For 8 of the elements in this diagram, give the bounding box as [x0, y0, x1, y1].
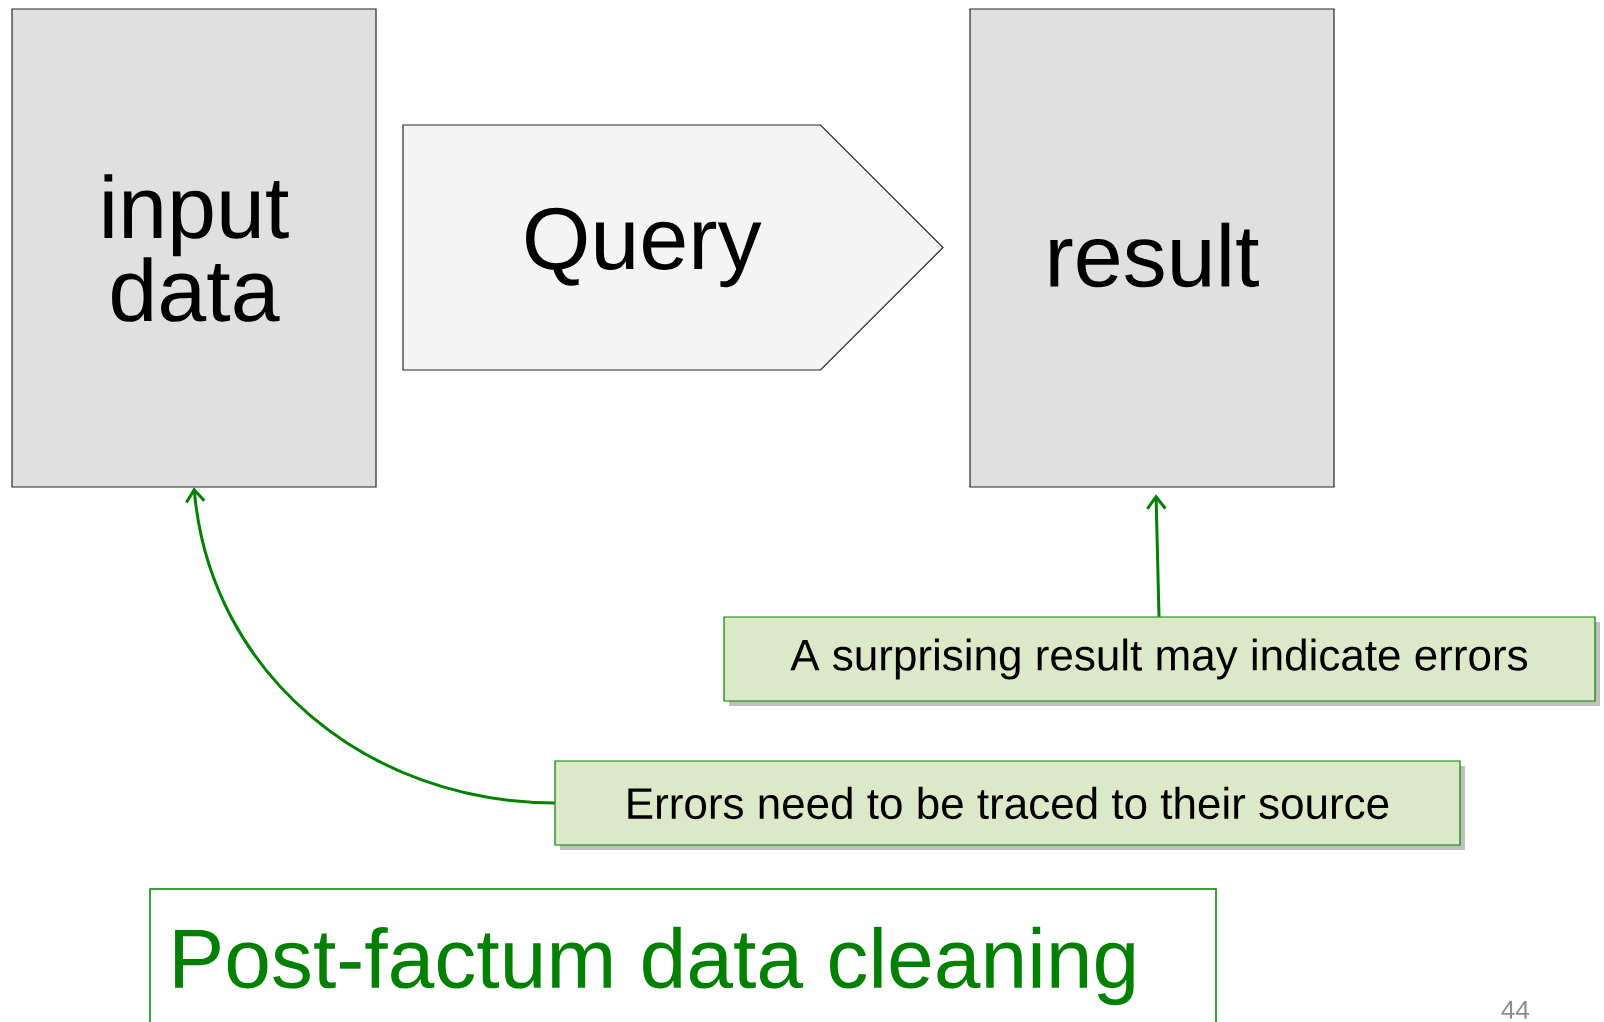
callout-box: Errors need to be traced to their source — [554, 760, 1465, 850]
arrow — [185, 487, 555, 805]
data-box: input data — [11, 8, 377, 488]
data-box: result — [969, 8, 1335, 488]
arrow — [1146, 494, 1167, 617]
title: Post-factum data cleaning — [149, 888, 1217, 1022]
callout-box: A surprising result may indicate errors — [723, 616, 1600, 706]
slide-number: 44 — [1501, 1000, 1530, 1019]
